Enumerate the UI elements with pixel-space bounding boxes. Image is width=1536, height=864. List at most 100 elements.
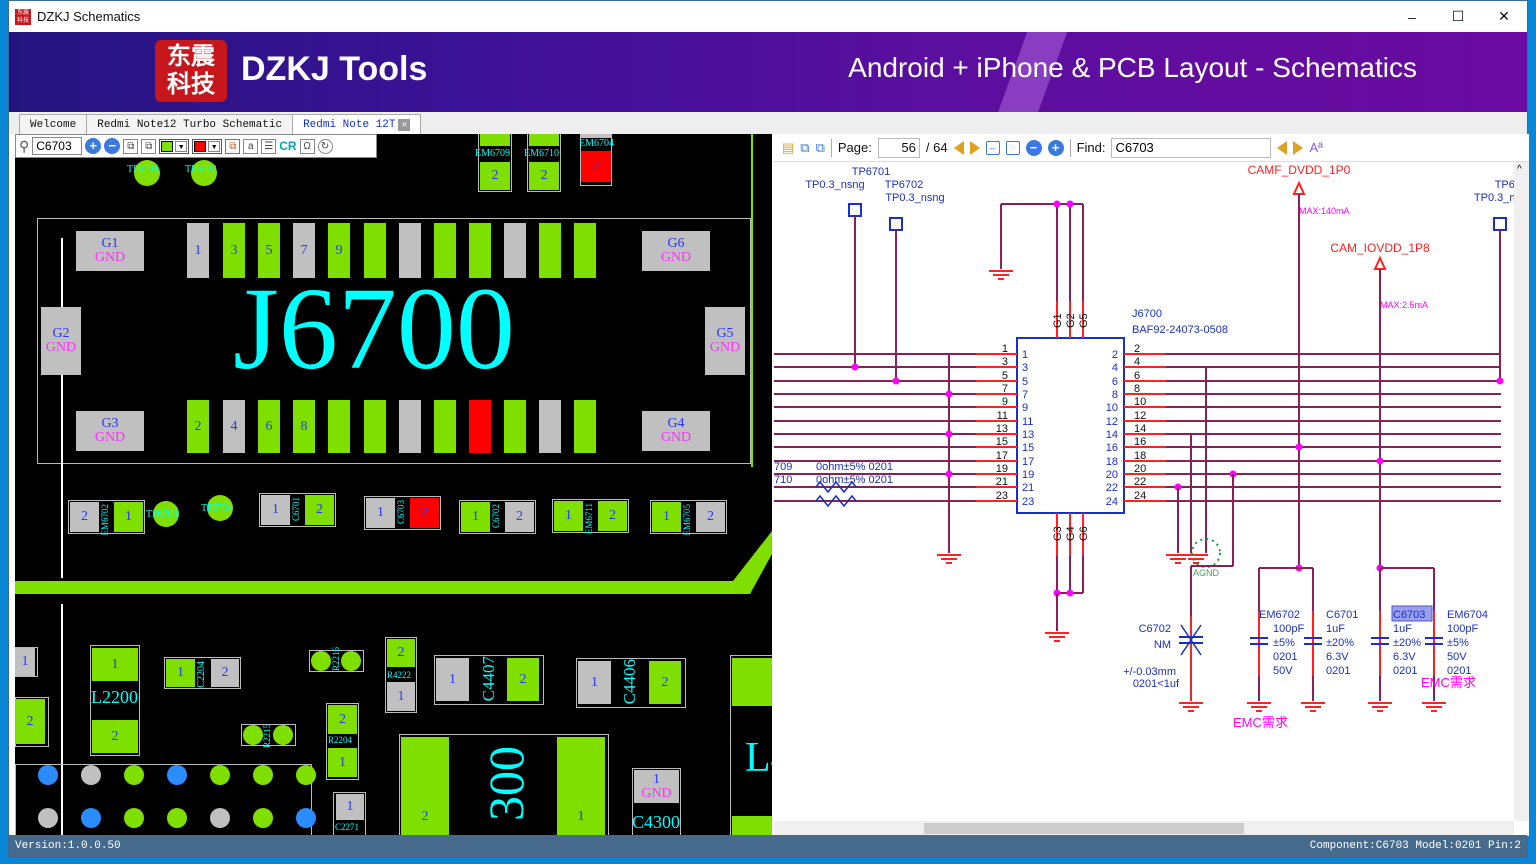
tab-redmi-note-12t[interactable]: Redmi Note 12T✕ [292, 114, 422, 134]
cr-button[interactable]: CR [279, 139, 297, 153]
part-pad-2[interactable]: 2 [505, 502, 534, 532]
part-pad-2[interactable]: 2 [696, 502, 725, 532]
pad[interactable]: 1 [336, 794, 364, 820]
tab-close-icon[interactable]: ✕ [398, 119, 411, 131]
maximize-button[interactable]: ☐ [1451, 8, 1465, 24]
tab-schematic[interactable]: Redmi Note12 Turbo Schematic [86, 114, 294, 134]
part-pad-2[interactable]: 2 [410, 498, 439, 528]
pad[interactable]: 2 [387, 639, 415, 667]
close-button[interactable]: ✕ [1498, 8, 1510, 24]
bga-ball[interactable] [253, 808, 273, 828]
bga-ball[interactable] [124, 765, 144, 785]
bga-ball[interactable] [296, 808, 316, 828]
bga-ball[interactable] [38, 765, 58, 785]
part-pad-2[interactable]: 2 [598, 501, 627, 531]
net-color-picker[interactable]: ▼ [159, 138, 190, 154]
pad[interactable]: 2 [15, 699, 45, 744]
zoom-out-icon[interactable]: − [104, 138, 121, 154]
connector-pin-top[interactable]: 9 [328, 223, 350, 278]
connector-pin-bottom[interactable] [539, 400, 561, 453]
bga-ball[interactable] [124, 808, 144, 828]
find-next-icon[interactable] [1293, 140, 1304, 155]
connector-pin-bottom[interactable] [574, 400, 596, 453]
bga-ball[interactable] [167, 765, 187, 785]
layers-icon[interactable]: ⧉ [225, 138, 241, 154]
horizontal-scrollbar[interactable] [774, 821, 1514, 836]
part-em6704-pad[interactable]: 2 [581, 151, 611, 182]
part-pad-2[interactable]: 2 [305, 495, 334, 525]
testpoint-tp6702[interactable] [191, 160, 217, 186]
connector-pin-top[interactable]: 5 [258, 223, 280, 278]
omega-icon[interactable]: Ω [299, 138, 315, 154]
pad[interactable]: 1 [328, 748, 357, 777]
pad[interactable]: 1 [436, 658, 469, 701]
open-file-icon[interactable]: ▤ [782, 139, 795, 155]
pad[interactable]: 2 [211, 659, 239, 687]
pad[interactable]: 1 [578, 661, 611, 704]
tab-welcome[interactable]: Welcome [19, 114, 88, 134]
pad[interactable] [341, 651, 361, 671]
pad[interactable]: 2 [507, 658, 539, 701]
pad[interactable] [529, 134, 559, 146]
component-search-input[interactable] [32, 137, 83, 155]
vertical-scrollbar[interactable]: ^ [1514, 162, 1529, 821]
highlight-color-picker[interactable]: ▼ [192, 138, 223, 154]
connector-pin-bottom[interactable] [469, 400, 491, 453]
find-input[interactable] [1111, 137, 1272, 158]
pad[interactable]: 1 [166, 659, 195, 687]
pad[interactable]: 2 [92, 720, 138, 753]
schematic-view[interactable]: ▤ ⧉ ⧉ Page: 56 / 64 ↔ ◌ − + Find: Aª J67… [774, 134, 1529, 836]
next-page-icon[interactable] [969, 140, 980, 155]
connector-pin-bottom[interactable] [364, 400, 386, 453]
scroll-up-icon[interactable]: ^ [1517, 164, 1522, 175]
text-icon[interactable]: a [243, 138, 259, 154]
pad[interactable] [732, 658, 772, 706]
pad[interactable] [732, 816, 772, 836]
paste-icon[interactable]: ⧉ [815, 139, 825, 155]
connector-pin-top[interactable] [399, 223, 421, 278]
page-input[interactable]: 56 [877, 137, 920, 158]
zoom-in-icon[interactable]: + [85, 138, 102, 154]
rotate-icon[interactable]: ↻ [317, 138, 333, 154]
pad[interactable]: 1 [15, 648, 35, 676]
connector-pin-bottom[interactable] [504, 400, 526, 453]
pad[interactable]: 1 [92, 648, 138, 681]
pad[interactable]: 2 [328, 705, 357, 734]
pad[interactable]: 2 [649, 661, 681, 704]
minimize-button[interactable]: – [1408, 8, 1416, 25]
bga-ball[interactable] [296, 765, 316, 785]
connector-pin-bottom[interactable] [328, 400, 350, 453]
scroll-thumb[interactable] [924, 823, 1244, 834]
pad[interactable] [581, 134, 611, 138]
testpoint-tp6703[interactable] [153, 501, 179, 527]
connector-pin-top[interactable] [504, 223, 526, 278]
part-em6710-pad[interactable]: 2 [529, 162, 559, 190]
part-pad-1[interactable]: 1 [554, 501, 583, 531]
flip-back-icon[interactable]: ⧉ [141, 138, 157, 154]
connector-pin-top[interactable] [364, 223, 386, 278]
bga-ball[interactable] [253, 765, 273, 785]
pad[interactable]: 1 [387, 682, 415, 711]
part-pad-1[interactable]: 1 [366, 498, 395, 528]
connector-pin-top[interactable] [434, 223, 456, 278]
part-pad-1[interactable]: 1 [652, 502, 681, 532]
connector-pin-bottom[interactable]: 2 [187, 400, 209, 453]
bga-ball[interactable] [210, 808, 230, 828]
connector-pin-bottom[interactable]: 4 [223, 400, 245, 453]
fit-page-icon[interactable]: ◌ [1005, 140, 1020, 155]
bga-ball[interactable] [167, 808, 187, 828]
zoom-out-icon[interactable]: − [1025, 139, 1042, 156]
connector-pin-bottom[interactable]: 8 [293, 400, 315, 453]
fit-width-icon[interactable]: ↔ [985, 140, 1000, 155]
testpoint-tp6704[interactable] [207, 495, 233, 521]
zoom-in-icon[interactable]: + [1047, 139, 1064, 156]
connector-pin-bottom[interactable]: 6 [258, 400, 280, 453]
pad[interactable] [480, 134, 510, 146]
bga-ball[interactable] [210, 765, 230, 785]
